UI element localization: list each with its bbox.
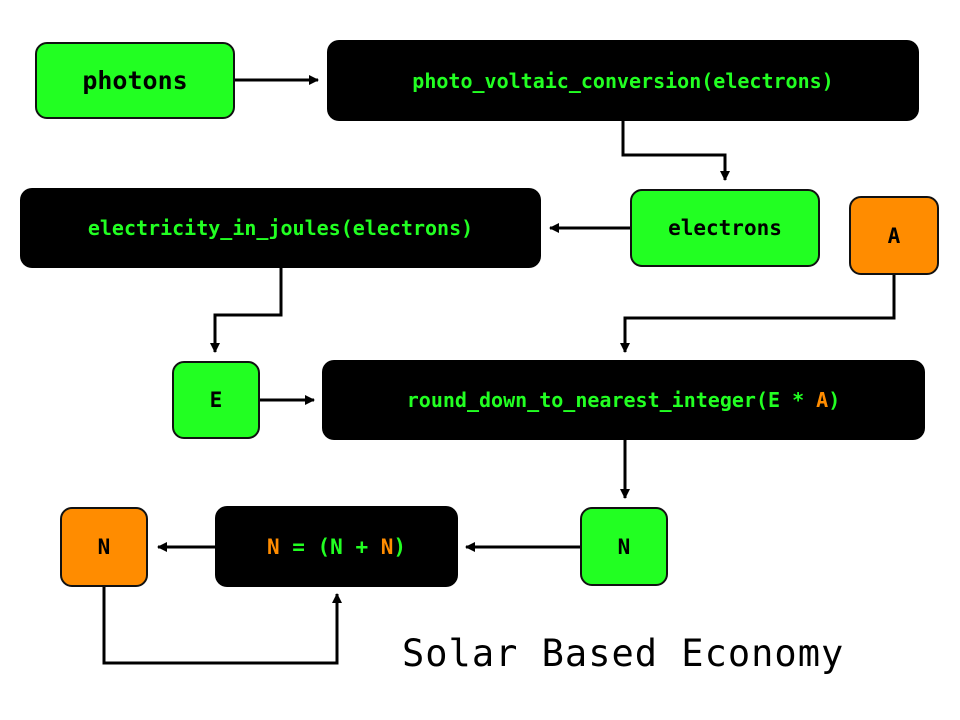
arrow-N-result-feedback: [102, 587, 342, 665]
round-down-arg-A: A: [816, 388, 829, 412]
photo-voltaic-conversion-label: photo_voltaic_conversion(electrons): [412, 68, 834, 93]
doubling-node: N = (N + N): [215, 506, 458, 587]
N-output-label: N: [617, 534, 631, 559]
doubling-close: ): [393, 534, 407, 559]
arrow-conversion-to-electrons: [621, 120, 730, 181]
round-down-node: round_down_to_nearest_integer(E * A): [322, 360, 925, 440]
doubling-op: = (N +: [279, 534, 381, 559]
arrow-electricity-to-E: [210, 268, 283, 353]
electrons-label: electrons: [668, 216, 782, 240]
photo-voltaic-conversion-node: photo_voltaic_conversion(electrons): [327, 40, 919, 121]
E-node: E: [172, 361, 260, 439]
N-result-label: N: [97, 535, 111, 559]
doubling-label: N = (N + N): [267, 535, 406, 559]
diagram-title: Solar Based Economy: [402, 632, 845, 675]
doubling-lhs-N: N: [266, 534, 280, 559]
E-label: E: [209, 388, 223, 412]
electricity-in-joules-node: electricity_in_joules(electrons): [20, 188, 541, 268]
round-down-suffix: ): [828, 388, 841, 412]
electrons-node: electrons: [630, 189, 820, 267]
electricity-in-joules-label: electricity_in_joules(electrons): [87, 216, 474, 240]
A-node: A: [849, 196, 939, 275]
A-label: A: [887, 223, 901, 248]
round-down-label: round_down_to_nearest_integer(E * A): [407, 388, 841, 412]
round-down-prefix: round_down_to_nearest_integer(E *: [406, 388, 817, 412]
doubling-rhs-N: N: [380, 534, 394, 559]
photons-node: photons: [35, 42, 235, 119]
N-node-result: N: [60, 507, 148, 587]
N-node-output: N: [580, 507, 668, 586]
photons-label: photons: [82, 66, 188, 95]
arrow-A-to-round-down: [620, 275, 896, 353]
